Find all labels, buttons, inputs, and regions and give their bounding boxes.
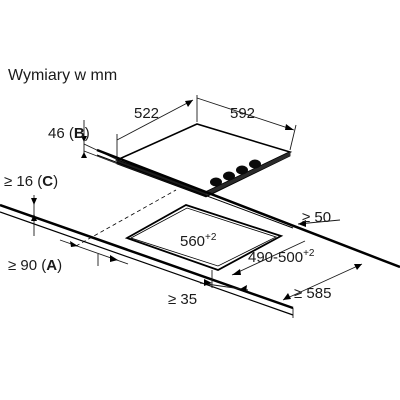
label-worktop-depth: ≥ 585	[294, 285, 331, 302]
hob	[114, 123, 293, 198]
cutout-opening	[124, 204, 284, 271]
label-rear-gap: ≥ 35	[168, 291, 197, 308]
dim-front-edge	[59, 239, 129, 266]
dim-hob-depth	[116, 95, 198, 158]
dim-rear-gap	[199, 270, 249, 292]
knob-icon	[210, 177, 222, 187]
label-right-gap: ≥ 50	[302, 209, 331, 226]
label-width-592: 592	[230, 105, 255, 122]
label-front-edge: ≥ 90 (A)	[8, 257, 62, 274]
diagram-title: Wymiary w mm	[8, 67, 117, 84]
knob-icon	[236, 165, 248, 175]
knob-icon	[249, 159, 261, 169]
knob-icon	[223, 171, 235, 181]
dim-hob-width	[196, 97, 297, 151]
hob-knobs	[210, 159, 261, 187]
label-cutout-width: 560+2	[180, 232, 217, 250]
label-front-gap: ≥ 16 (C)	[4, 173, 58, 190]
dim-front-gap	[31, 195, 37, 236]
dim-worktop-depth	[282, 263, 363, 318]
hob-side-edge	[206, 152, 290, 196]
dim-cutout-depth	[231, 240, 306, 276]
label-cutout-depth: 490-500+2	[248, 248, 315, 266]
label-depth-522: 522	[134, 105, 159, 122]
hob-top-surface	[114, 123, 293, 193]
cutout	[124, 204, 284, 271]
dim-right-gap	[297, 219, 341, 227]
label-height-46-b: 46 (B)	[48, 125, 90, 142]
